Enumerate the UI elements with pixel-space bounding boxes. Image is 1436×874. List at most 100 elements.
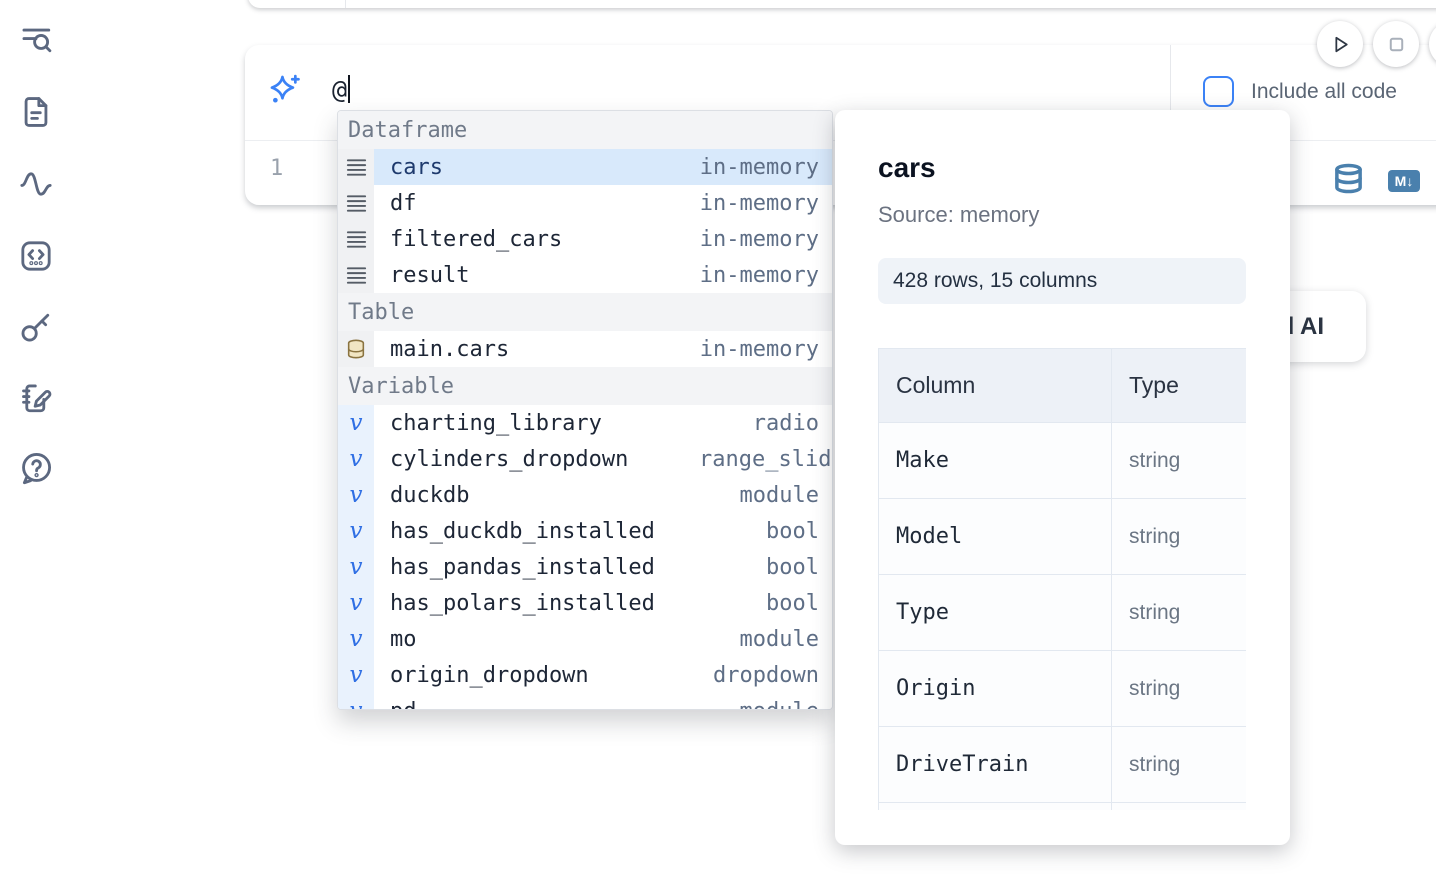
variable-icon: v [349,517,363,544]
autocomplete-item[interactable]: v has_polars_installed bool [338,585,832,621]
schema-row-clipped [878,802,1246,810]
preview-source: Source: memory [878,202,1040,227]
include-all-code-label: Include all code [1251,79,1397,103]
item-detail: module [740,699,819,710]
autocomplete-item[interactable]: v pd module [338,693,832,710]
item-name: cylinders_dropdown [390,446,629,472]
autocomplete-item[interactable]: v cars in-memory [338,149,832,185]
autocomplete-item[interactable]: v has_duckdb_installed bool [338,513,832,549]
more-actions-button[interactable] [1429,21,1436,67]
section-header-label: Variable [348,373,454,399]
variable-icon: v [349,445,363,472]
schema-column-type: string [1111,422,1246,499]
schema-column-name: Make [878,422,1112,499]
dataframe-preview-popup: cars Source: memory 428 rows, 15 columns… [835,110,1290,845]
item-name: mo [390,626,417,652]
item-kind-gutter: v [338,513,374,549]
section-header-label: Table [348,299,415,325]
ai-prompt-input[interactable]: @ [332,75,351,104]
item-name: origin_dropdown [390,662,589,688]
autocomplete-item[interactable]: v origin_dropdown dropdown [338,657,832,693]
item-name: has_duckdb_installed [390,518,655,544]
autocomplete-item[interactable]: v df in-memory [338,185,832,221]
variable-icon: v [349,661,363,688]
item-kind-gutter: v [338,621,374,657]
code-snippets-icon[interactable] [17,237,55,275]
toc-search-icon[interactable] [17,21,55,59]
item-name: pd [390,699,417,710]
scratchpad-icon[interactable] [17,379,55,417]
item-kind-gutter: v [338,657,374,693]
autocomplete-item[interactable]: v duckdb module [338,477,832,513]
autocomplete-item[interactable]: v filtered_cars in-memory [338,221,832,257]
schema-header-type: Type [1111,348,1246,423]
autocomplete-section-header: Dataframe [338,111,832,149]
variable-icon: v [349,625,363,652]
item-kind-gutter: v [338,149,374,185]
item-detail: module [739,626,819,652]
item-detail: in-memory [699,262,819,288]
item-detail: radio [752,410,819,436]
schema-row: Origin string [878,650,1246,727]
run-cell-button[interactable] [1317,21,1363,67]
schema-row: DriveTrain string [878,726,1246,803]
item-name: result [390,262,470,288]
item-detail: bool [766,590,819,616]
text-caret [348,75,351,103]
stop-button[interactable] [1373,21,1419,67]
autocomplete-item[interactable]: v main.cars in-memory [338,331,832,367]
item-detail: bool [766,518,819,544]
help-icon[interactable] [17,449,55,487]
autocomplete-item[interactable]: v result in-memory [338,257,832,293]
item-detail: in-memory [699,226,819,252]
previous-cell-gutter-divider [345,0,346,8]
schema-column-type: string [1111,650,1246,727]
schema-column-name: Origin [878,650,1112,727]
schema-header-column: Column [878,348,1112,423]
autocomplete-section-header: Variable [338,367,832,405]
database-connection-icon[interactable] [1333,163,1364,199]
item-name: df [390,190,417,216]
prompt-divider [1170,45,1171,140]
sparkles-icon [268,73,302,107]
activity-icon[interactable] [17,165,55,203]
item-name: duckdb [390,482,470,508]
include-all-code-option[interactable]: Include all code [1203,76,1397,107]
dataframe-icon [346,266,366,284]
schema-column-type: string [1111,726,1246,803]
variable-icon: v [350,699,363,709]
schema-table-wrap[interactable]: Column Type Make string Model string [878,348,1246,810]
variable-icon: v [349,409,363,436]
item-kind-gutter: v [338,477,374,513]
item-name: has_polars_installed [390,590,655,616]
schema-row: Model string [878,498,1246,575]
document-icon[interactable] [17,93,55,131]
variable-icon: v [349,481,363,508]
dataframe-icon [346,158,366,176]
section-header-label: Dataframe [348,117,468,143]
autocomplete-item[interactable]: v mo module [338,621,832,657]
autocomplete-item[interactable]: v cylinders_dropdown range_slider [338,441,832,477]
item-name: charting_library [390,410,602,436]
autocomplete-item[interactable]: v has_pandas_installed bool [338,549,832,585]
code-editor-row[interactable]: 1 M↓ [245,141,1436,205]
markdown-icon[interactable]: M↓ [1388,170,1420,192]
schema-rows: Make string Model string Type string [878,422,1246,803]
item-kind-gutter: v [338,331,374,367]
autocomplete-item[interactable]: v charting_library radio [338,405,832,441]
item-kind-gutter: v [338,585,374,621]
schema-column-type: string [1111,498,1246,575]
prompt-value: @ [332,75,348,104]
line-number: 1 [270,156,284,181]
dataframe-icon [346,194,366,212]
autocomplete-section-header: Table [338,293,832,331]
table-icon [347,339,365,359]
item-kind-gutter: v [338,405,374,441]
schema-column-name: Model [878,498,1112,575]
include-all-code-checkbox[interactable] [1203,76,1234,107]
schema-row: Type string [878,574,1246,651]
key-icon[interactable] [17,308,55,346]
variable-icon: v [349,589,363,616]
cell-status-icons: M↓ [1333,163,1420,199]
